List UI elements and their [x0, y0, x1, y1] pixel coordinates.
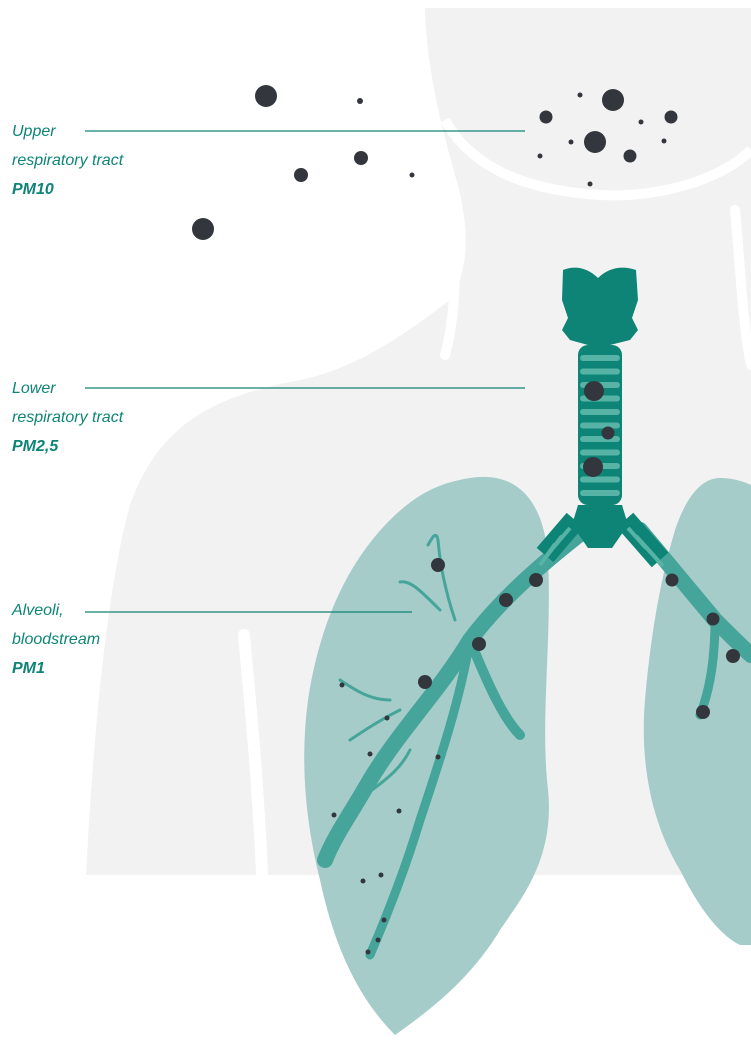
- particle-icon: [410, 173, 415, 178]
- particle-icon: [472, 637, 486, 651]
- label-pm: PM2,5: [12, 432, 123, 461]
- trachea-ring: [580, 423, 620, 429]
- label-alveoli-bloodstream: Alveoli, bloodstream PM1: [12, 596, 100, 683]
- label-pm: PM10: [12, 175, 123, 204]
- trachea-ring: [580, 409, 620, 415]
- label-line1: Lower: [12, 374, 56, 403]
- particle-icon: [538, 154, 543, 159]
- label-line2: respiratory tract: [12, 403, 123, 432]
- trachea-ring: [580, 436, 620, 442]
- particle-icon: [624, 150, 637, 163]
- particle-icon: [602, 89, 624, 111]
- trachea-ring: [580, 490, 620, 496]
- particle-icon: [584, 131, 606, 153]
- particle-icon: [376, 938, 381, 943]
- particle-icon: [529, 573, 543, 587]
- label-line2: respiratory tract: [12, 146, 123, 175]
- particle-icon: [499, 593, 513, 607]
- label-lower-respiratory-tract: Lower respiratory tract PM2,5: [12, 374, 123, 461]
- particle-icon: [602, 427, 615, 440]
- particle-icon: [340, 683, 345, 688]
- particle-icon: [696, 705, 710, 719]
- particle-icon: [255, 85, 277, 107]
- particle-icon: [578, 93, 583, 98]
- particle-icon: [569, 140, 574, 145]
- particle-icon: [357, 98, 363, 104]
- particle-icon: [332, 813, 337, 818]
- particle-icon: [418, 675, 432, 689]
- label-pm: PM1: [12, 654, 100, 683]
- particle-icon: [583, 457, 603, 477]
- particle-icon: [379, 873, 384, 878]
- particle-icon: [639, 120, 644, 125]
- trachea-ring: [580, 369, 620, 375]
- particle-icon: [192, 218, 214, 240]
- particle-icon: [707, 613, 720, 626]
- particle-icon: [436, 755, 441, 760]
- trachea-ring: [580, 450, 620, 456]
- particle-icon: [726, 649, 740, 663]
- label-upper-respiratory-tract: Upper respiratory tract PM10: [12, 117, 123, 204]
- particle-icon: [368, 752, 373, 757]
- particle-icon: [366, 950, 371, 955]
- particle-icon: [385, 716, 390, 721]
- particle-icon: [584, 381, 604, 401]
- particle-icon: [665, 111, 678, 124]
- label-line1: Upper: [12, 117, 56, 146]
- trachea-ring: [580, 477, 620, 483]
- particle-icon: [588, 182, 593, 187]
- particle-icon: [354, 151, 368, 165]
- label-line2: bloodstream: [12, 625, 100, 654]
- particle-icon: [431, 558, 445, 572]
- trachea-ring: [580, 355, 620, 361]
- particle-icon: [397, 809, 402, 814]
- particle-icon: [666, 574, 679, 587]
- particle-icon: [662, 139, 667, 144]
- particle-icon: [540, 111, 553, 124]
- particle-icon: [294, 168, 308, 182]
- label-line1: Alveoli,: [12, 596, 64, 625]
- particle-icon: [361, 879, 366, 884]
- particle-icon: [382, 918, 387, 923]
